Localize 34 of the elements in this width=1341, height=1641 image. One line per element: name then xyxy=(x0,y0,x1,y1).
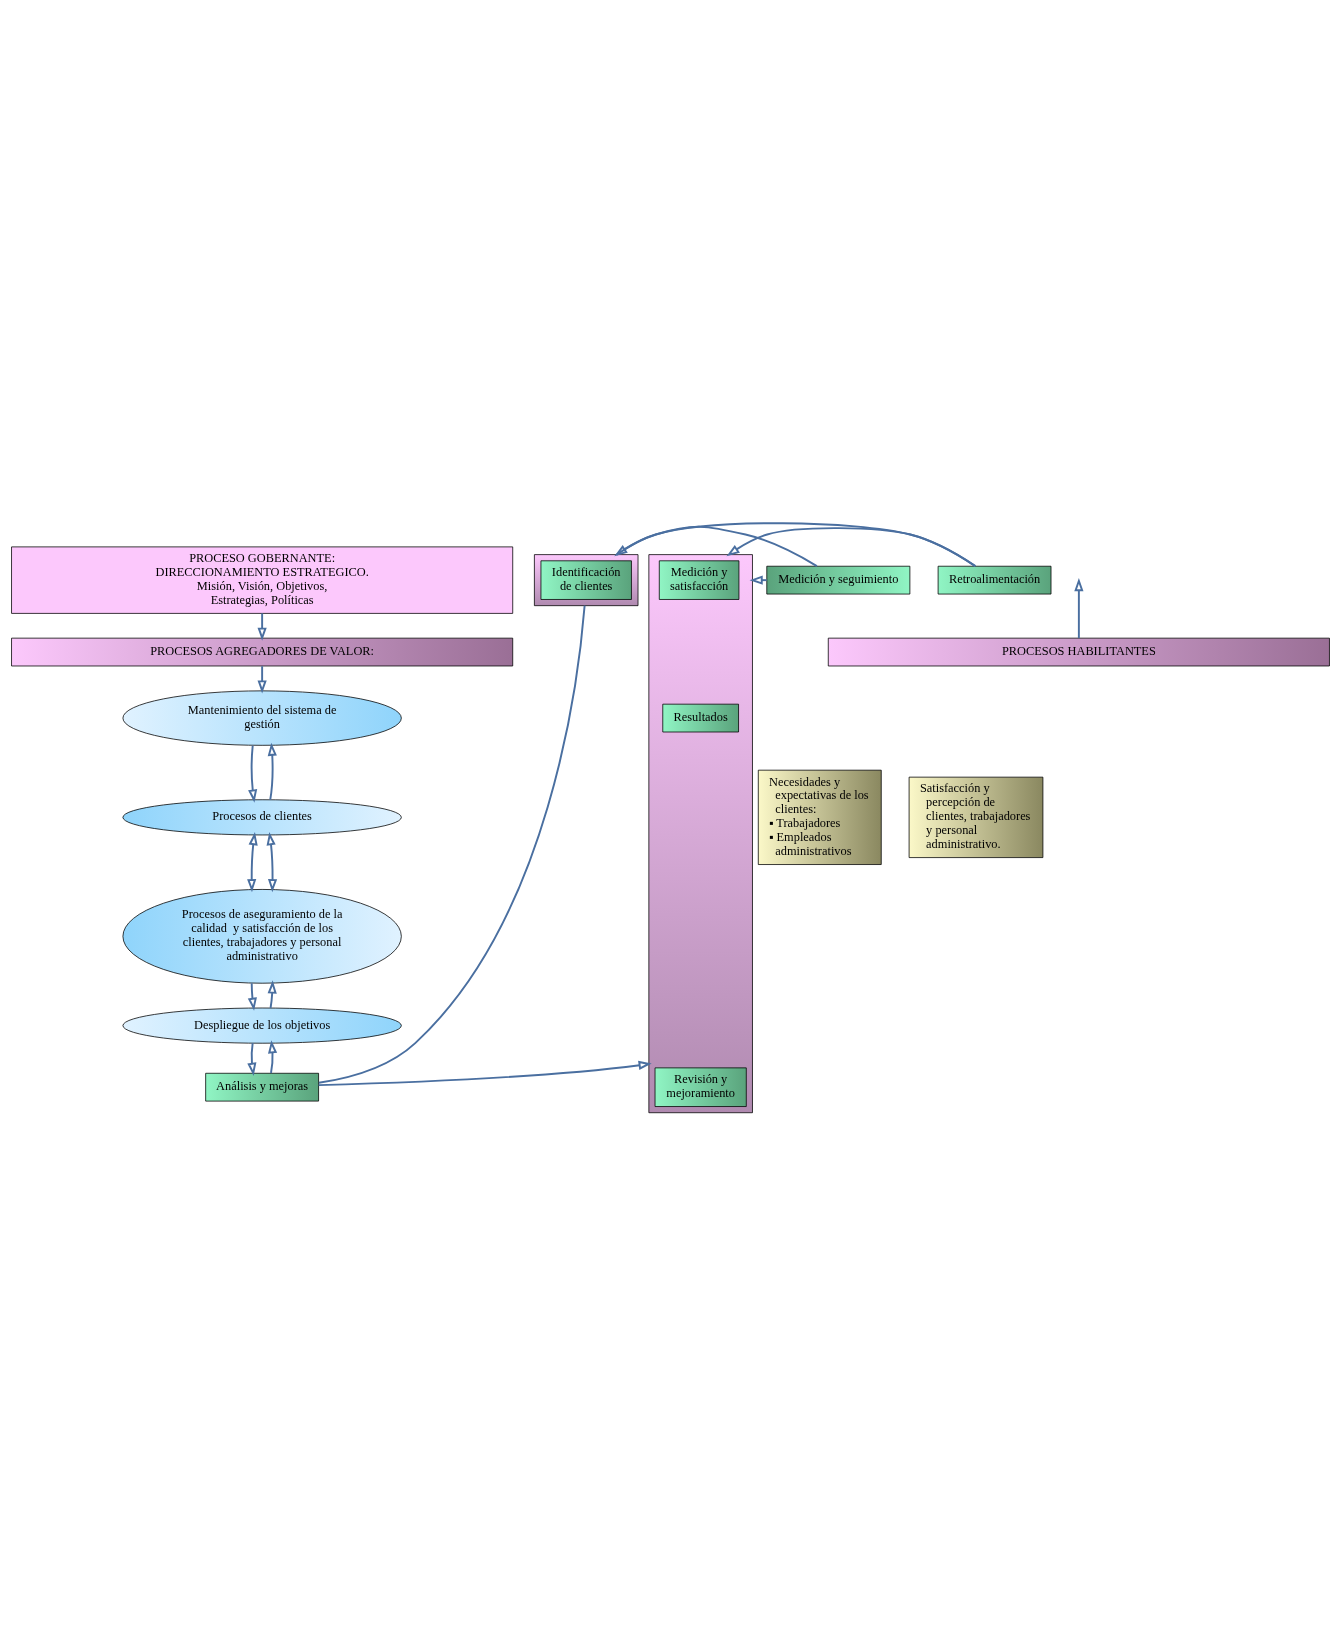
arrow xyxy=(247,1041,257,1076)
node-ellipse: Mantenimiento del sistema de gestión xyxy=(122,689,402,746)
node-box: Necesidades y expectativas de los clientes: ▪ Trabajadores ▪ Empleados administrativos xyxy=(757,769,882,865)
arrow xyxy=(726,526,977,567)
arrow xyxy=(257,664,267,694)
node-box: Análisis y mejoras xyxy=(205,1072,319,1101)
arrow xyxy=(247,831,258,892)
node-ellipse: Procesos de aseguramiento de la calidad y satisfacción de los clientes, trabajadores y personal administrativo xyxy=(122,888,402,984)
node-ellipse: Despliegue de los objetivos xyxy=(122,1007,402,1044)
node-box: Identificación de clientes xyxy=(540,559,632,600)
arrow xyxy=(267,1039,278,1074)
node-box: PROCESO GOBERNANTE: DIRECCIONAMIENTO ESTRATEGICO. Misión, Visión, Objetivos, Estrategias, Políticas xyxy=(11,546,514,614)
cluster xyxy=(648,553,753,1113)
node-ellipse: Procesos de clientes xyxy=(122,798,402,835)
arrow xyxy=(1074,577,1084,639)
arrow xyxy=(266,831,278,892)
node-box: PROCESOS HABILITANTES xyxy=(827,637,1330,666)
node-box: Satisfacción y percepción de clientes, trabajadores y personal administrativo. xyxy=(908,776,1044,858)
connector xyxy=(615,525,818,567)
node-box: PROCESOS AGREGADORES DE VALOR: xyxy=(11,637,514,666)
arrow xyxy=(267,979,277,1009)
connector xyxy=(317,604,586,1084)
arrow xyxy=(247,981,257,1011)
node-box: Medición y satisfacción xyxy=(658,559,740,600)
cluster xyxy=(534,553,639,606)
arrow xyxy=(257,611,267,641)
arrow xyxy=(317,1060,652,1086)
node-box: Retroalimentación xyxy=(937,565,1052,594)
arrow xyxy=(267,742,277,801)
arrow xyxy=(614,521,977,567)
arrow xyxy=(248,744,258,803)
node-box: Resultados xyxy=(662,703,739,732)
node-box: Revisión y mejoramiento xyxy=(654,1066,747,1107)
node-box: Medición y seguimiento xyxy=(766,565,911,594)
